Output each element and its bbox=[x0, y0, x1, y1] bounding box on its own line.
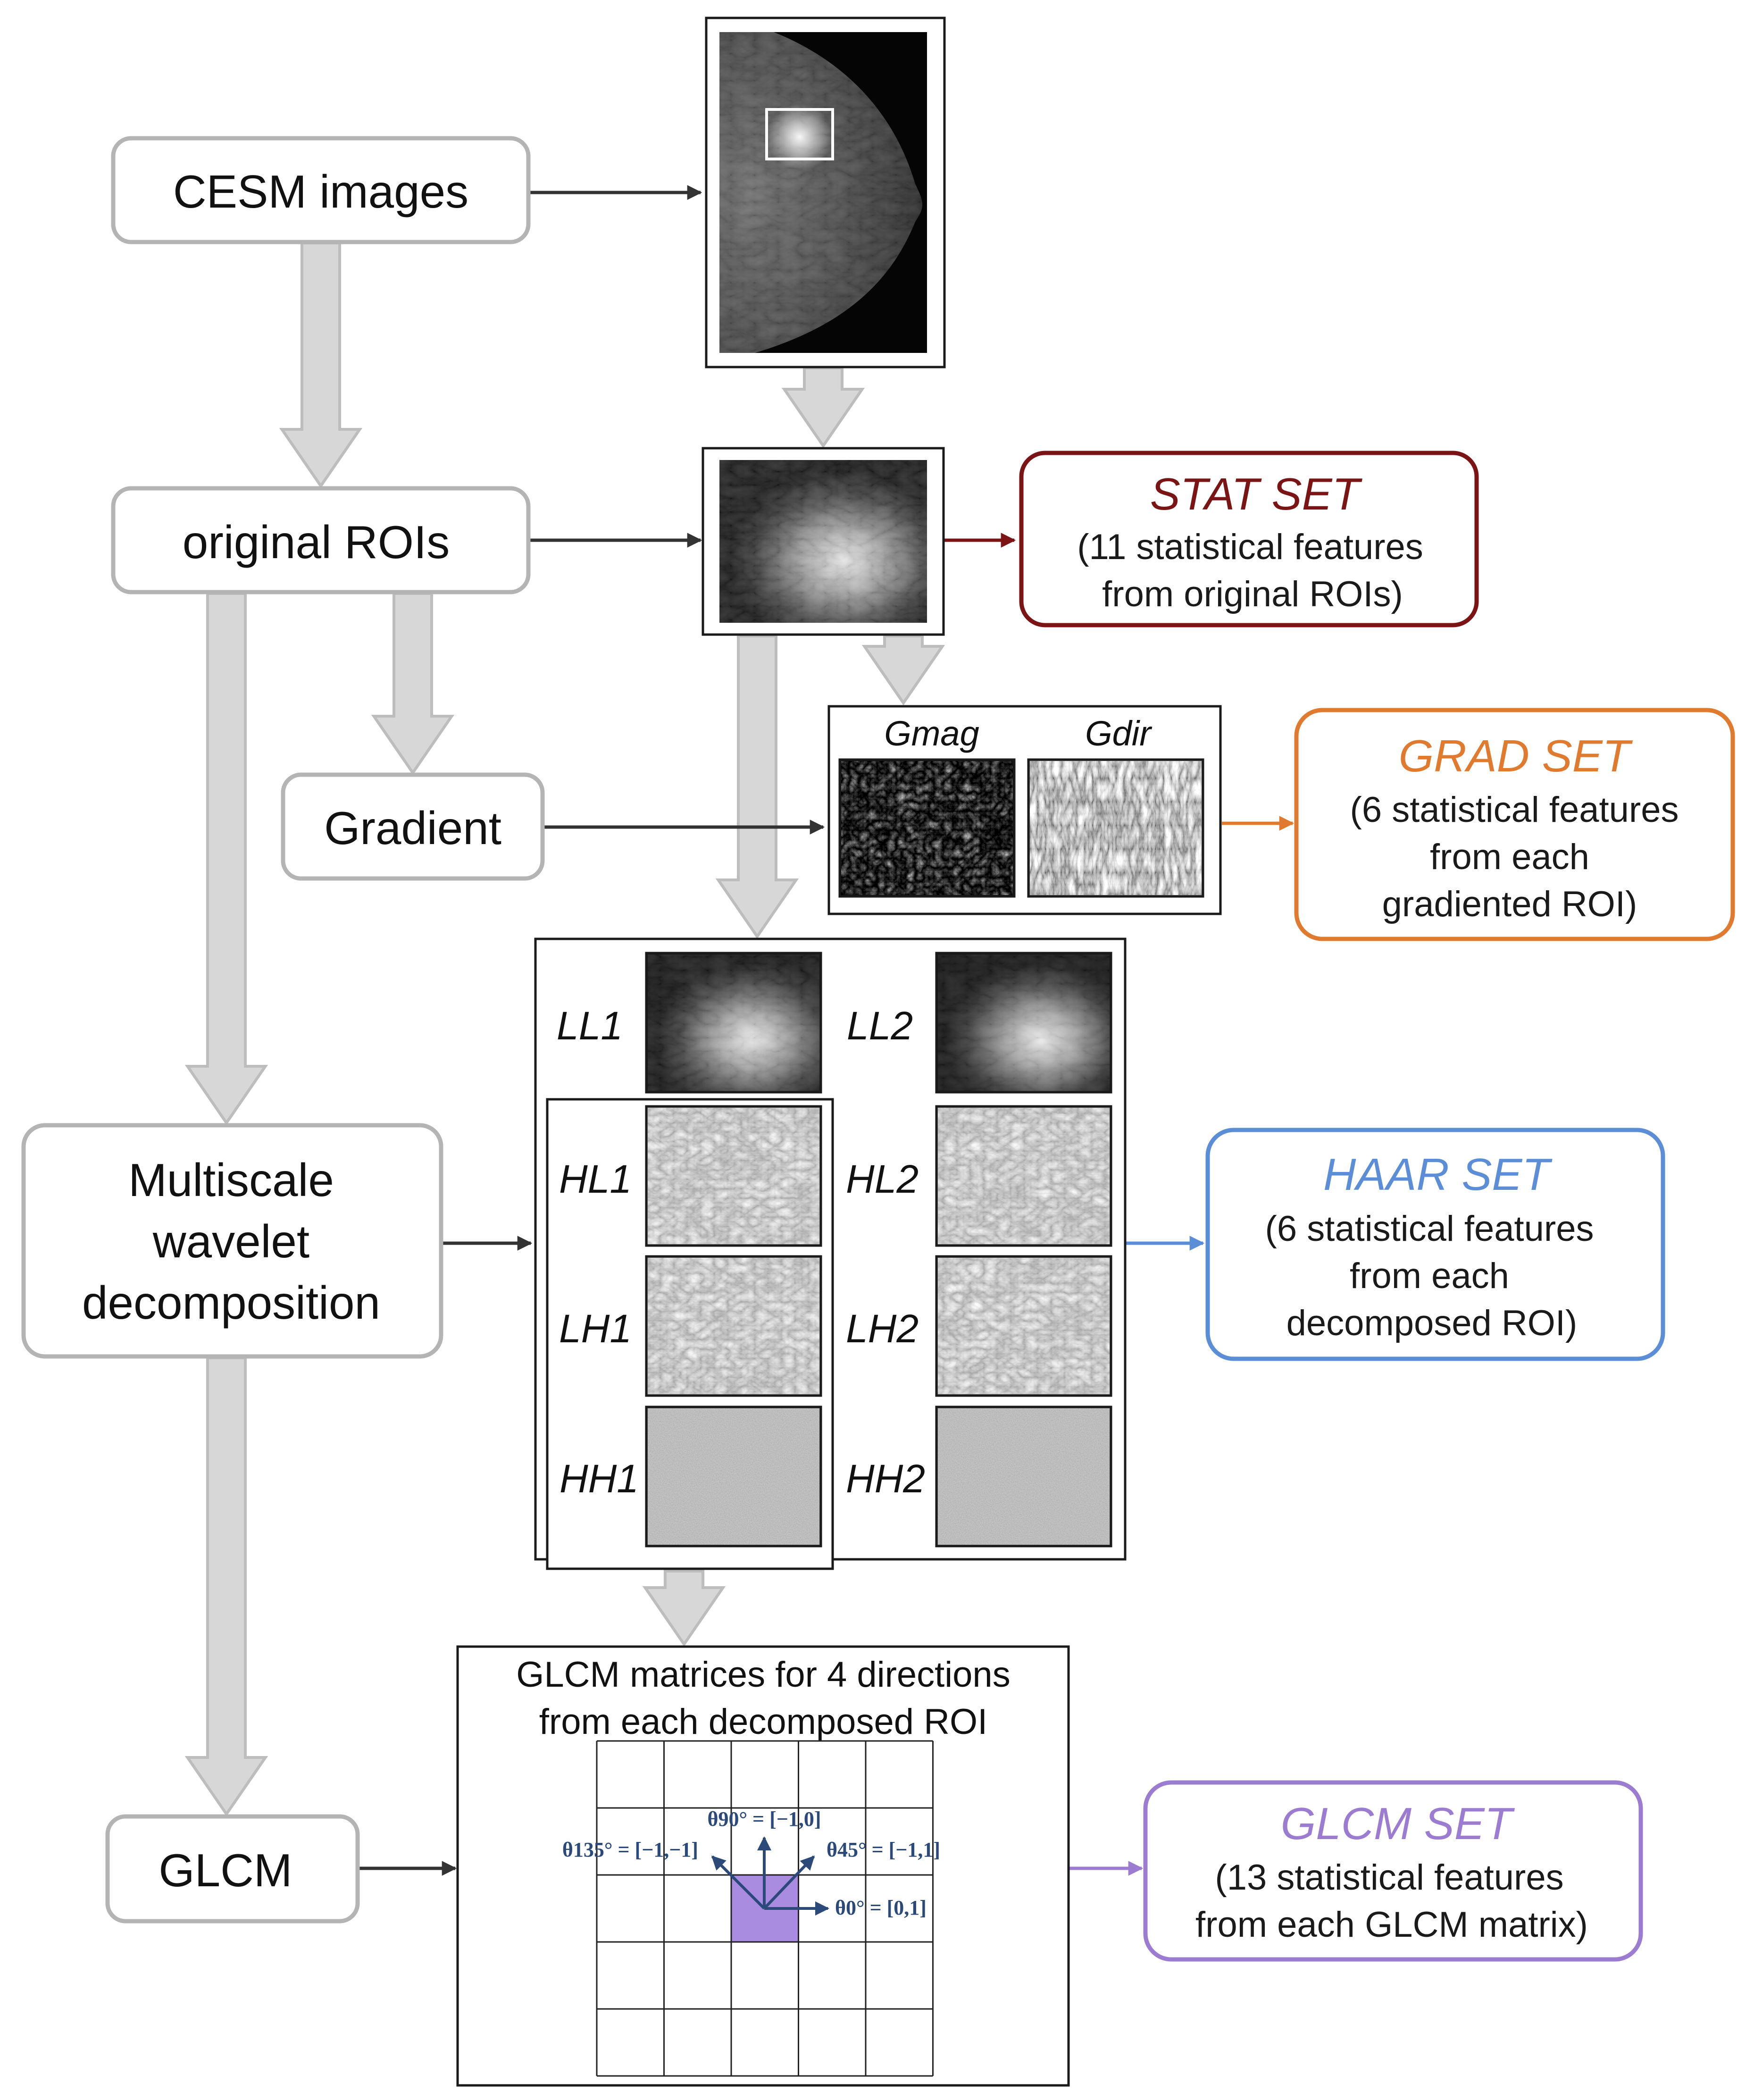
flow-mammo-to-roi bbox=[781, 367, 865, 449]
grad-set-title: GRAD SET bbox=[1399, 731, 1633, 781]
gdir-image bbox=[1027, 758, 1204, 898]
hl1-image bbox=[645, 1105, 822, 1247]
haar-set-line2: from each bbox=[1350, 1256, 1509, 1296]
hl2-image bbox=[935, 1105, 1112, 1247]
haar-set-line3: decomposed ROI) bbox=[1286, 1303, 1578, 1343]
glcm-set-line1: (13 statistical features bbox=[1215, 1857, 1563, 1898]
glcm-panel-title-line1: GLCM matrices for 4 directions bbox=[516, 1655, 1010, 1695]
stat-set-title: STAT SET bbox=[1150, 469, 1363, 519]
flow-roi-to-gradpanel bbox=[861, 635, 945, 706]
theta-90-label: θ90° = [−1,0] bbox=[707, 1807, 821, 1831]
wavelet-label-line1: Multiscale bbox=[128, 1154, 334, 1206]
connector-arrows bbox=[358, 185, 1295, 1876]
node-original-rois: original ROIs bbox=[111, 486, 531, 594]
ll2-label: LL2 bbox=[847, 1004, 913, 1048]
stat-set-box: STAT SET (11 statistical features from o… bbox=[1019, 451, 1479, 627]
roi-marker bbox=[765, 108, 834, 160]
theta-0-label: θ0° = [0,1] bbox=[835, 1896, 927, 1919]
grad-set-box: GRAD SET (6 statistical features from ea… bbox=[1294, 708, 1735, 941]
node-cesm-images: CESM images bbox=[111, 136, 531, 244]
hh1-image bbox=[645, 1406, 822, 1548]
grad-set-line1: (6 statistical features bbox=[1350, 790, 1679, 830]
stat-set-line1: (11 statistical features bbox=[1077, 527, 1423, 567]
lh1-label: LH1 bbox=[559, 1306, 632, 1351]
gradient-label: Gradient bbox=[324, 802, 501, 854]
original-rois-label: original ROIs bbox=[183, 516, 450, 568]
cesm-images-label: CESM images bbox=[173, 166, 468, 218]
flow-roi-to-wavelet bbox=[715, 635, 799, 939]
theta-135-arrow bbox=[711, 1855, 766, 1910]
node-glcm: GLCM bbox=[105, 1814, 360, 1924]
node-gradient: Gradient bbox=[281, 772, 545, 881]
glcm-panel-title-line2: from each decomposed ROI bbox=[539, 1702, 987, 1742]
mammogram-image bbox=[705, 17, 946, 368]
haar-set-box: HAAR SET (6 statistical features from ea… bbox=[1205, 1128, 1665, 1361]
ll2-image bbox=[935, 952, 1112, 1094]
wavelet-label-line3: decomposition bbox=[82, 1277, 380, 1329]
wavelet-panel: LL1 HL1 LH1 HH1 LL2 HL2 LH2 HH2 bbox=[534, 937, 1127, 1570]
flow-arrows bbox=[184, 242, 945, 1817]
theta-135-label: θ135° = [−1,−1] bbox=[562, 1838, 698, 1861]
glcm-set-box: GLCM SET (13 statistical features from e… bbox=[1143, 1780, 1643, 1962]
lh2-label: LH2 bbox=[846, 1306, 919, 1351]
flow-cesm-to-rois bbox=[279, 242, 363, 489]
gmag-image bbox=[838, 758, 1016, 898]
ll1-image bbox=[645, 952, 822, 1094]
lh1-image bbox=[645, 1255, 822, 1397]
hh2-label: HH2 bbox=[846, 1456, 925, 1501]
lh2-image bbox=[935, 1255, 1112, 1397]
node-wavelet: Multiscale wavelet decomposition bbox=[21, 1123, 443, 1359]
grad-set-line3: gradiented ROI) bbox=[1382, 884, 1637, 924]
flow-wavelet-to-glcmpanel bbox=[642, 1570, 726, 1647]
theta-45-label: θ45° = [−1,1] bbox=[827, 1838, 940, 1861]
hl1-label: HL1 bbox=[559, 1157, 632, 1201]
glcm-set-title: GLCM SET bbox=[1281, 1799, 1515, 1849]
gdir-label: Gdir bbox=[1085, 714, 1153, 753]
roi-image bbox=[702, 447, 945, 636]
flow-rois-to-gradient bbox=[371, 592, 455, 776]
flow-wavelet-to-glcm bbox=[184, 1356, 268, 1817]
wavelet-label-line2: wavelet bbox=[152, 1215, 309, 1267]
haar-set-line1: (6 statistical features bbox=[1265, 1209, 1594, 1249]
glcm-set-line2: from each GLCM matrix) bbox=[1195, 1905, 1588, 1945]
stat-set-line2: from original ROIs) bbox=[1102, 574, 1403, 614]
theta-45-arrow bbox=[763, 1855, 815, 1910]
glcm-label: GLCM bbox=[159, 1844, 292, 1896]
gmag-label: Gmag bbox=[884, 714, 979, 753]
flow-rois-to-wavelet-node bbox=[184, 592, 268, 1126]
grad-set-line2: from each bbox=[1430, 837, 1589, 877]
glcm-direction-arrows bbox=[711, 1836, 829, 1916]
glcm-panel: GLCM matrices for 4 directions from each… bbox=[456, 1645, 1070, 2087]
hh2-image bbox=[935, 1406, 1112, 1548]
gradient-panel: Gmag Gdir bbox=[827, 705, 1222, 915]
ll1-label: LL1 bbox=[557, 1004, 623, 1048]
hl2-label: HL2 bbox=[846, 1157, 919, 1201]
haar-set-title: HAAR SET bbox=[1323, 1149, 1553, 1200]
hh1-label: HH1 bbox=[560, 1456, 639, 1501]
